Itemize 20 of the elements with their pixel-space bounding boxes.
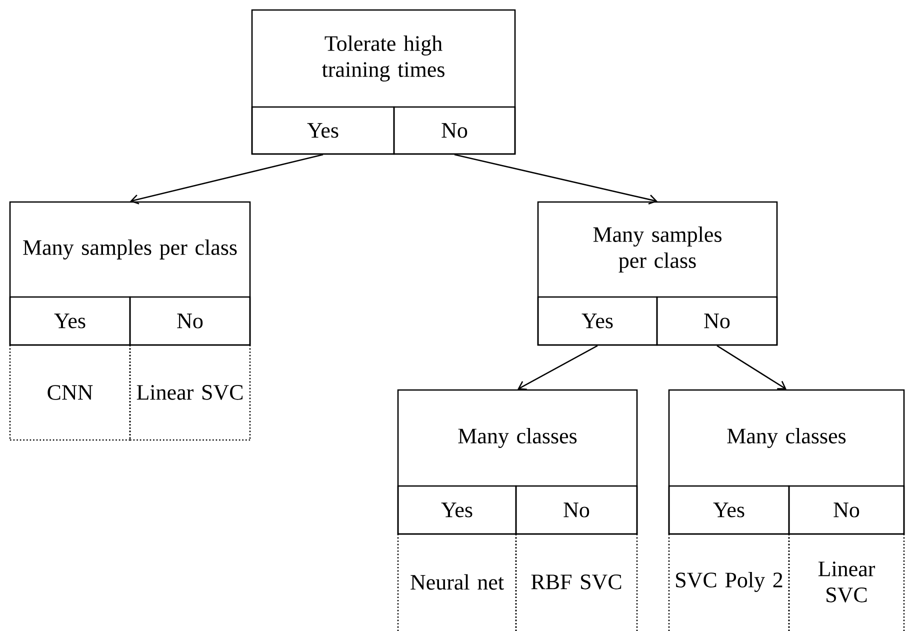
answer-cell: No xyxy=(788,485,905,535)
answer-cell: No xyxy=(656,296,778,346)
answer-cell: No xyxy=(515,485,638,535)
arrow xyxy=(716,345,786,390)
result-cell: Linear SVC xyxy=(129,345,251,441)
arrow xyxy=(130,154,324,204)
arrow xyxy=(518,345,598,390)
answer-cell: Yes xyxy=(9,296,131,346)
result-cell: Linear SVC xyxy=(818,534,905,631)
answer-cell: Yes xyxy=(668,485,790,535)
answer-cell: Yes xyxy=(537,296,658,346)
result-cell: CNN xyxy=(9,345,131,441)
result-cell: SVC Poly 2 xyxy=(668,534,790,631)
answer-cell: No xyxy=(393,106,516,155)
answer-cell: Yes xyxy=(397,485,517,535)
result-cell: Neural net xyxy=(397,534,517,631)
arrow xyxy=(454,154,658,204)
answer-cell: No xyxy=(129,296,251,346)
answer-cell: Yes xyxy=(251,106,395,155)
result-cell: RBF SVC xyxy=(531,534,638,631)
